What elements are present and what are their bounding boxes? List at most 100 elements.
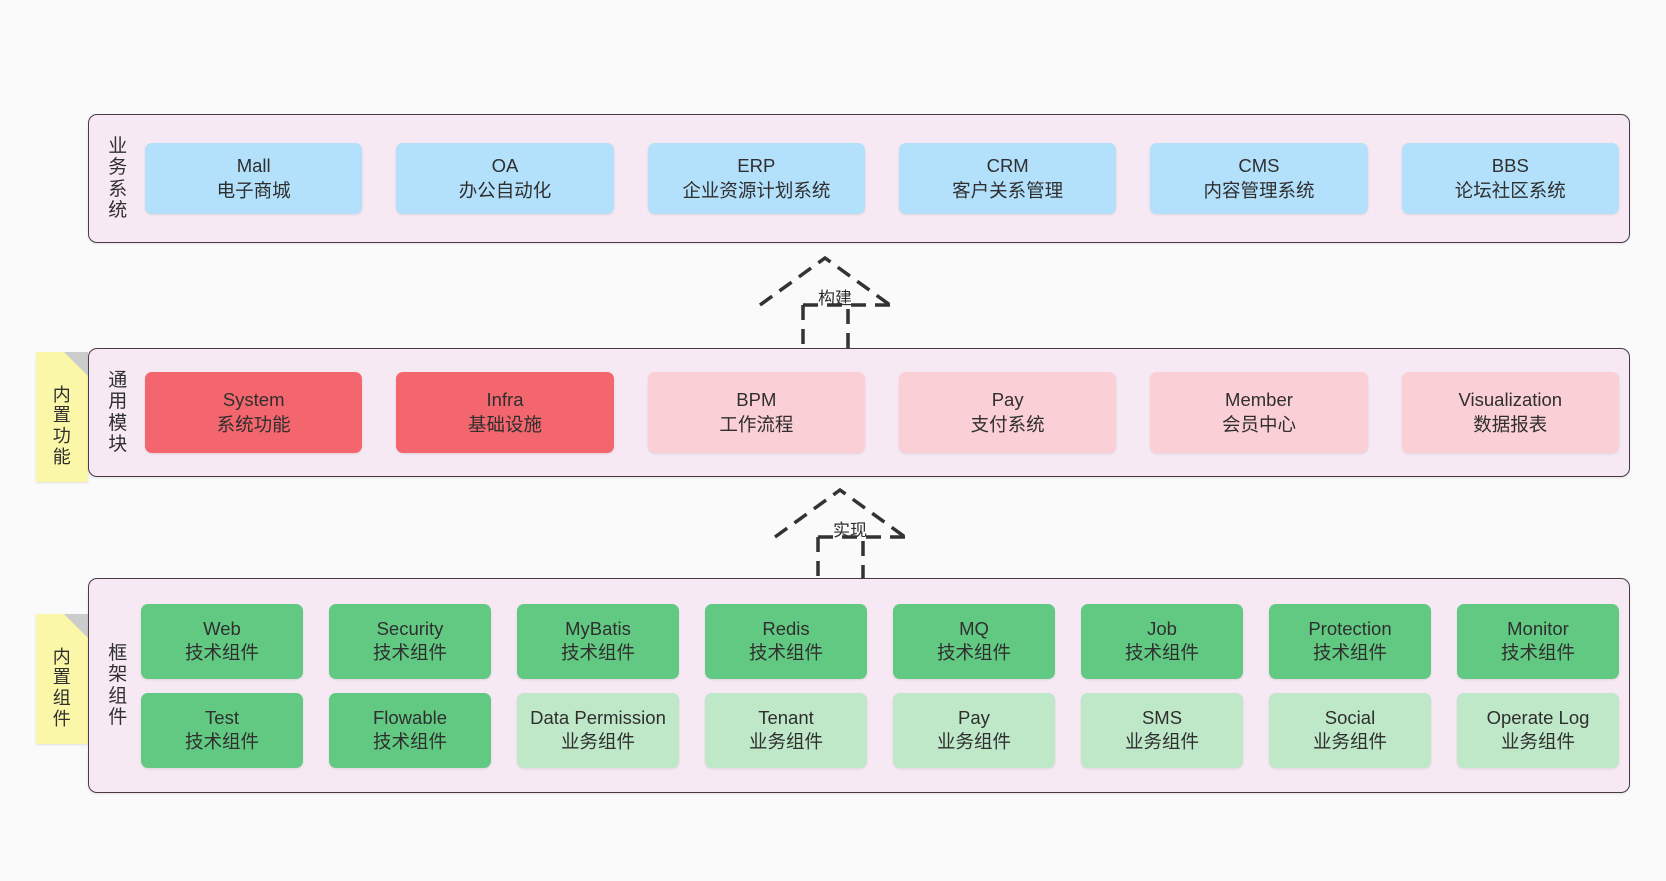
card-mybatis[interactable]: MyBatis 技术组件 [517,603,679,679]
card-job[interactable]: Job 技术组件 [1081,603,1243,679]
card-tenant[interactable]: Tenant 业务组件 [705,692,867,768]
layer-business-systems: 业务系统 Mall 电子商城 OA 办公自动化 ERP 企业资源计划系统 CRM… [88,114,1630,243]
card-title: SMS [1141,706,1183,728]
card-title: BBS [1491,155,1529,177]
layer-body-business: Mall 电子商城 OA 办公自动化 ERP 企业资源计划系统 CRM 客户关系… [135,115,1629,242]
card-mq[interactable]: MQ 技术组件 [893,603,1055,679]
layer-framework-components: 框架组件 Web 技术组件 Security 技术组件 MyBatis 技术组件… [88,578,1630,793]
folded-corner-icon [64,352,88,376]
card-desc: 技术组件 [1312,642,1387,663]
card-desc: 客户关系管理 [952,179,1064,201]
card-title: Operate Log [1486,706,1590,728]
card-title: Social [1324,706,1376,728]
layer-body-framework: Web 技术组件 Security 技术组件 MyBatis 技术组件 Redi… [135,579,1629,792]
card-pay[interactable]: Pay 支付系统 [898,372,1117,453]
layer-title-modules: 通用模块 [108,369,128,455]
card-bpm[interactable]: BPM 工作流程 [647,372,865,453]
card-desc: 业务组件 [1500,731,1575,752]
card-desc: 业务组件 [936,731,1011,752]
card-title: BPM [736,389,777,411]
card-mall[interactable]: Mall 电子商城 [145,143,363,214]
card-desc: 业务组件 [1312,731,1387,752]
card-title: Test [205,706,239,728]
card-visualization[interactable]: Visualization 数据报表 [1401,372,1619,453]
card-title: MQ [959,617,989,639]
card-sms[interactable]: SMS 业务组件 [1081,692,1243,768]
sticky-note-builtin-features: 内置功能 [36,352,88,482]
card-social[interactable]: Social 业务组件 [1269,692,1431,768]
sticky-note-text: 内置组件 [52,646,72,729]
card-protection[interactable]: Protection 技术组件 [1269,603,1431,679]
card-desc: 内容管理系统 [1203,179,1315,201]
card-title: Visualization [1458,389,1563,411]
card-redis[interactable]: Redis 技术组件 [705,603,867,679]
card-desc: 技术组件 [184,642,259,663]
card-desc: 办公自动化 [458,179,552,201]
card-desc: 业务组件 [560,731,635,752]
card-desc: 技术组件 [372,642,447,663]
card-title: Protection [1308,617,1392,639]
relation-build: 构建 [735,250,935,360]
card-title: CMS [1238,155,1280,177]
card-title: OA [491,155,519,177]
card-title: Pay [991,389,1024,411]
card-title: Web [203,617,241,639]
card-desc: 支付系统 [970,413,1045,435]
relation-label-build: 构建 [818,289,852,308]
generalization-arrow-icon [758,255,892,354]
card-desc: 企业资源计划系统 [682,179,831,201]
layer-title-business: 业务系统 [108,135,128,221]
card-title: Flowable [372,706,448,728]
card-bbs[interactable]: BBS 论坛社区系统 [1401,143,1619,214]
card-desc: 业务组件 [1124,731,1199,752]
card-member[interactable]: Member 会员中心 [1150,372,1368,453]
layer-body-modules: System 系统功能 Infra 基础设施 BPM 工作流程 Pay 支付系统… [135,349,1629,476]
card-title: MyBatis [565,617,631,639]
card-desc: 技术组件 [1500,642,1575,663]
sticky-note-builtin-components: 内置组件 [36,614,88,744]
card-desc: 数据报表 [1473,413,1548,435]
folded-corner-icon [64,614,88,638]
relation-implement: 实现 [750,482,950,592]
card-crm[interactable]: CRM 客户关系管理 [898,143,1117,214]
card-title: ERP [737,155,776,177]
card-title: CRM [986,155,1029,177]
card-monitor[interactable]: Monitor 技术组件 [1457,603,1619,679]
card-oa[interactable]: OA 办公自动化 [396,143,614,214]
card-desc: 会员中心 [1221,413,1296,435]
card-title: Monitor [1507,617,1569,639]
card-operate-log[interactable]: Operate Log 业务组件 [1457,692,1619,768]
card-desc: 电子商城 [216,179,291,201]
card-desc: 基础设施 [467,413,542,435]
card-data-permission[interactable]: Data Permission 业务组件 [517,692,679,768]
card-desc: 技术组件 [936,642,1011,663]
card-desc: 工作流程 [719,413,794,435]
card-title: Job [1147,617,1177,639]
card-title: System [222,389,285,411]
card-cms[interactable]: CMS 内容管理系统 [1150,143,1368,214]
card-desc: 论坛社区系统 [1454,179,1566,201]
layer-common-modules: 通用模块 System 系统功能 Infra 基础设施 BPM 工作流程 Pay… [88,348,1630,477]
card-desc: 技术组件 [560,642,635,663]
card-title: Pay [958,706,990,728]
card-title: Tenant [758,706,814,728]
framework-row-business: Test 技术组件 Flowable 技术组件 Data Permission … [141,692,1619,768]
generalization-arrow-icon [773,487,907,586]
card-web[interactable]: Web 技术组件 [141,603,303,679]
card-infra[interactable]: Infra 基础设施 [396,372,614,453]
layer-title-framework: 框架组件 [108,642,128,728]
card-title: Data Permission [530,706,666,728]
card-pay-business[interactable]: Pay 业务组件 [893,692,1055,768]
card-desc: 技术组件 [748,642,823,663]
card-title: Infra [486,389,524,411]
card-erp[interactable]: ERP 企业资源计划系统 [647,143,865,214]
card-security[interactable]: Security 技术组件 [329,603,491,679]
card-desc: 技术组件 [1124,642,1199,663]
card-flowable[interactable]: Flowable 技术组件 [329,692,491,768]
card-test[interactable]: Test 技术组件 [141,692,303,768]
card-desc: 技术组件 [372,731,447,752]
card-title: Mall [236,155,271,177]
card-title: Member [1225,389,1293,411]
card-system[interactable]: System 系统功能 [145,372,363,453]
card-title: Security [376,617,444,639]
